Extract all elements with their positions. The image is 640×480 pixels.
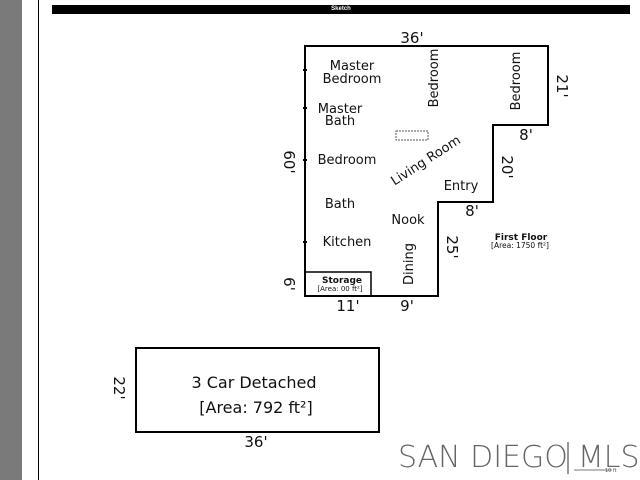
brand-suffix: MLS xyxy=(577,440,640,475)
room-master-bedroom-line2: Bedroom xyxy=(323,72,382,87)
garage-depth: 22' xyxy=(110,376,128,399)
storage-box xyxy=(304,271,372,297)
floor-name: First Floor xyxy=(495,233,548,243)
dim-step-upper: 8' xyxy=(519,126,533,144)
garage-area: [Area: 792 ft²] xyxy=(199,398,312,417)
brand-name: SAN DIEGO xyxy=(398,440,568,475)
dim-right-upper: 21' xyxy=(553,74,571,97)
page-frame-line xyxy=(38,0,39,480)
garage-width: 36' xyxy=(244,433,267,451)
floor-area: [Area: 1750 ft²] xyxy=(491,241,549,250)
room-entry: Entry xyxy=(444,179,479,194)
dim-bottom-left: 11' xyxy=(336,297,359,315)
storage-name: Storage xyxy=(322,276,362,286)
room-dining: Dining xyxy=(402,243,417,285)
brand-watermark: SAN DIEGO MLS xyxy=(398,440,640,475)
room-master-bedroom-line1: Master xyxy=(330,59,375,74)
page-gutter xyxy=(0,0,22,480)
dim-left: 60' xyxy=(280,150,298,173)
room-kitchen: Kitchen xyxy=(323,235,372,250)
room-bedroom-vertical-1: Bedroom xyxy=(427,49,442,108)
storage-area: [Area: 00 ft²] xyxy=(317,285,362,293)
room-master-bath-line2: Bath xyxy=(325,114,355,129)
room-nook: Nook xyxy=(391,213,425,228)
dim-right-mid: 20' xyxy=(498,155,516,178)
room-bath: Bath xyxy=(325,197,355,212)
dim-right-lower: 25' xyxy=(443,235,461,258)
garage-outline xyxy=(135,347,380,433)
room-bedroom-left: Bedroom xyxy=(318,153,377,168)
room-bedroom-vertical-2: Bedroom xyxy=(509,52,524,111)
sketch-title-bar: Sketch xyxy=(52,5,630,14)
room-master-bath-line1: Master xyxy=(318,102,363,117)
scale-label: 10 ft xyxy=(605,468,617,474)
dim-step-lower: 8' xyxy=(465,202,479,220)
dim-bottom-right: 9' xyxy=(400,297,414,315)
garage-name: 3 Car Detached xyxy=(191,373,316,392)
dim-left-bottom: 6' xyxy=(280,277,298,291)
fireplace-symbol xyxy=(395,130,429,141)
dim-top: 36' xyxy=(400,29,423,47)
